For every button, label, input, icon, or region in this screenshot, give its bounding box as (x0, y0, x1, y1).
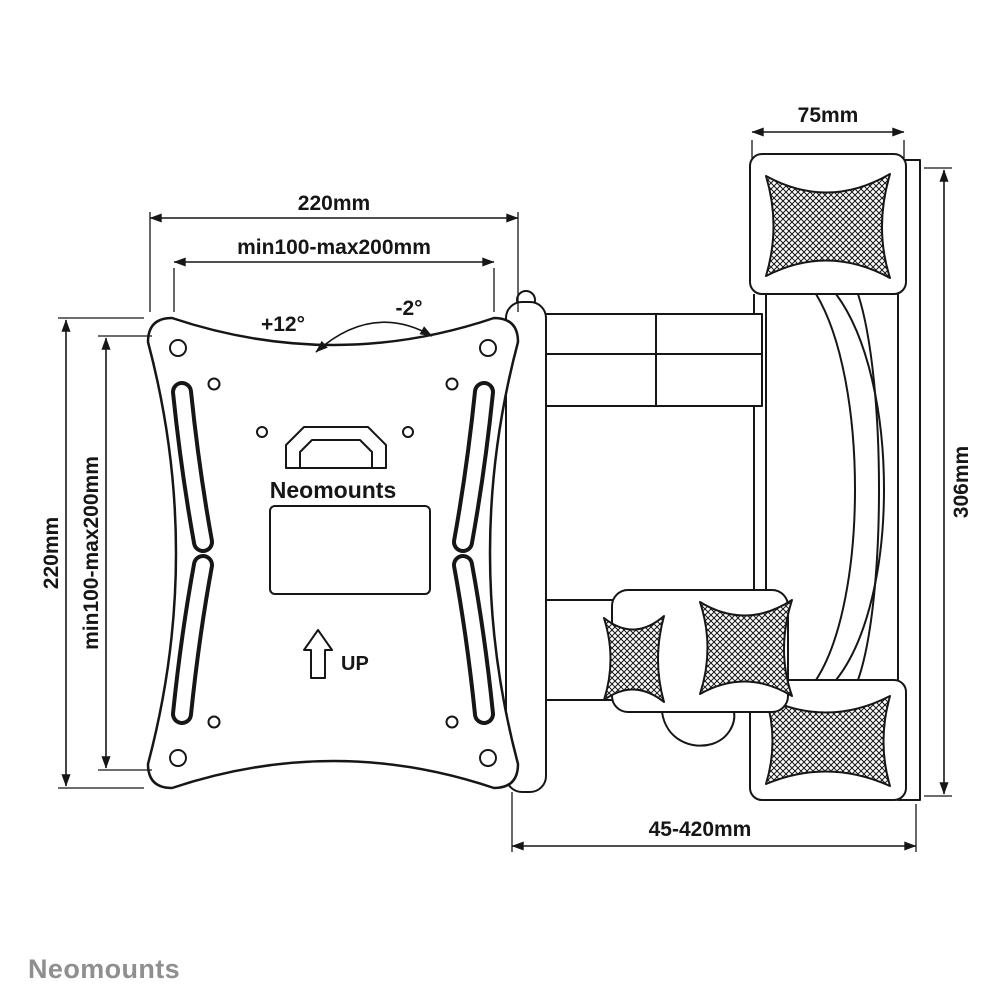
dim-plate-slot-width-label: min100-max200mm (237, 236, 431, 259)
hinge-column (505, 301, 547, 793)
footer-brand-logo: Neomounts (28, 954, 181, 984)
up-label: UP (341, 653, 369, 675)
top-grip-mesh (765, 173, 891, 279)
tilt-up-label: +12° (261, 313, 305, 336)
up-arrow-icon (303, 629, 333, 679)
dim-plate-width-label: 220mm (298, 192, 370, 215)
tilt-down-label: -2° (395, 297, 422, 320)
dim-wall-bracket-height: 306mm (924, 167, 973, 797)
tilt-annotation: +12° -2° (261, 297, 433, 353)
clamp-grip-right (699, 599, 793, 697)
dim-plate-height: 220mm (40, 317, 144, 789)
clamp-hook (661, 711, 736, 747)
plate-brand-text: Neomounts (270, 477, 397, 503)
dim-wall-bracket-depth: 75mm (751, 104, 905, 158)
bracket-curve-mid (835, 293, 885, 681)
bottom-grip-mesh (765, 695, 891, 787)
dim-plate-slot-height-label: min100-max200mm (80, 456, 103, 650)
articulating-arm (505, 290, 793, 793)
upper-arm-link-2 (543, 353, 763, 407)
dim-wall-bracket-height-label: 306mm (950, 446, 973, 518)
dim-wall-bracket-depth-label: 75mm (798, 104, 859, 127)
upper-arm-link-1 (543, 313, 763, 355)
dim-plate-slot-height: min100-max200mm (80, 335, 152, 771)
dim-arm-extension-label: 45-420mm (649, 818, 752, 841)
dim-arm-extension: 45-420mm (511, 792, 917, 852)
clamp-grip-left (603, 615, 665, 703)
dim-plate-height-label: 220mm (40, 517, 63, 589)
dim-plate-slot-width: min100-max200mm (173, 236, 495, 312)
dim-plate-width: 220mm (149, 192, 519, 312)
wall-rail (897, 159, 921, 801)
vesa-slots (171, 381, 495, 725)
bracket-curve-inner (815, 293, 856, 681)
center-cutout (269, 505, 431, 595)
tilt-arc-arrow (315, 321, 433, 353)
mount-hook (285, 426, 387, 469)
wall-bracket (749, 153, 921, 801)
vesa-plate: Neomounts UP (146, 316, 520, 790)
bracket-curve-outer (857, 293, 880, 681)
